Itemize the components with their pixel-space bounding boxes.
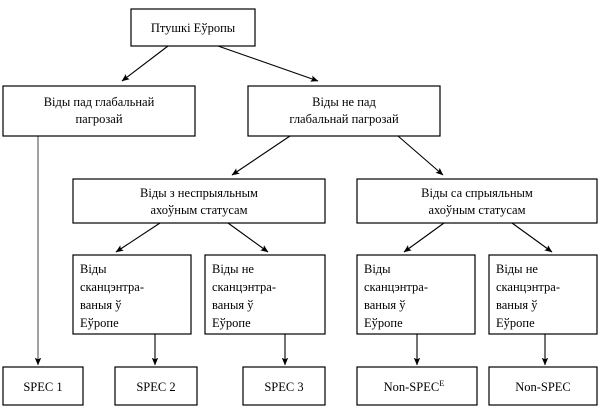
node-spec-3[interactable]: SPEC 3 bbox=[242, 366, 326, 406]
node-spec-1-label: SPEC 1 bbox=[23, 380, 62, 394]
node-non-spec-label: Non-SPEC bbox=[515, 380, 571, 394]
node-spec-1[interactable]: SPEC 1 bbox=[2, 366, 84, 406]
node-not-threatened-label-line-2: глабальнай пагрозай bbox=[289, 112, 399, 126]
node-spec-2-label: SPEC 2 bbox=[136, 380, 175, 394]
node-threatened[interactable]: Віды пад глабальнай пагрозай bbox=[2, 85, 196, 137]
node-spec-3-label-text: SPEC 3 bbox=[264, 380, 303, 394]
node-concentrated-unfavourable-line-1: Віды bbox=[80, 262, 107, 276]
edge-favourable-to-not-concentrated bbox=[511, 222, 553, 253]
node-non-spec-e[interactable]: Non-SPECE bbox=[356, 366, 478, 406]
node-concentrated-favourable-line-2: сканцэнтра- bbox=[364, 280, 428, 294]
node-concentrated-unfavourable[interactable]: Віды сканцэнтра- ваныя ў Еўропе bbox=[72, 254, 192, 335]
node-unfavourable-status-label-line-1: Віды з неспрыяльным bbox=[140, 186, 258, 200]
edge-not-threatened-to-favourable bbox=[397, 135, 444, 176]
node-non-spec-label-text: Non-SPEC bbox=[515, 380, 571, 394]
node-not-concentrated-unfavourable-line-2: сканцэнтра- bbox=[212, 280, 276, 294]
node-unfavourable-status-box bbox=[72, 178, 326, 224]
node-non-spec-e-label-text: Non-SPEC bbox=[384, 380, 440, 394]
edges-layer bbox=[34, 45, 553, 366]
node-root[interactable]: Птушкі Еўропы bbox=[130, 8, 256, 47]
node-not-concentrated-unfavourable-line-4: Еўропе bbox=[212, 316, 251, 330]
node-favourable-status-label-line-2: ахоўным статусам bbox=[428, 203, 525, 217]
node-favourable-status-label-line-1: Віды са спрыяльным bbox=[421, 186, 533, 200]
node-not-concentrated-unfavourable-line-1: Віды не bbox=[212, 262, 254, 276]
node-root-box bbox=[130, 8, 256, 47]
node-unfavourable-status[interactable]: Віды з неспрыяльным ахоўным статусам bbox=[72, 178, 326, 224]
node-favourable-status[interactable]: Віды са спрыяльным ахоўным статусам bbox=[356, 178, 598, 224]
node-spec-3-box bbox=[242, 366, 326, 406]
node-not-concentrated-unfavourable-line-3: ваныя ў bbox=[212, 298, 254, 312]
node-spec-1-box bbox=[2, 366, 84, 406]
node-concentrated-favourable[interactable]: Віды сканцэнтра- ваныя ў Еўропе bbox=[356, 254, 476, 335]
node-spec-1-label-text: SPEC 1 bbox=[23, 380, 62, 394]
node-concentrated-favourable-line-3: ваныя ў bbox=[364, 298, 406, 312]
edge-not-threatened-to-unfavourable bbox=[231, 135, 291, 176]
node-concentrated-unfavourable-box bbox=[72, 254, 192, 335]
node-not-concentrated-favourable-line-3: ваныя ў bbox=[496, 298, 538, 312]
edge-favourable-to-concentrated bbox=[403, 222, 445, 253]
node-not-concentrated-favourable-line-2: сканцэнтра- bbox=[496, 280, 560, 294]
edge-unfavourable-to-concentrated bbox=[115, 222, 161, 253]
node-favourable-status-box bbox=[356, 178, 598, 224]
node-concentrated-favourable-line-1: Віды bbox=[364, 262, 391, 276]
node-not-concentrated-favourable-line-4: Еўропе bbox=[496, 316, 535, 330]
node-spec-2-label-text: SPEC 2 bbox=[136, 380, 175, 394]
edge-root-to-not-threatened bbox=[217, 45, 319, 82]
node-unfavourable-status-label-line-2: ахоўным статусам bbox=[150, 203, 247, 217]
node-not-concentrated-favourable-box bbox=[488, 254, 598, 335]
node-spec-2-box bbox=[114, 366, 198, 406]
node-not-threatened-label-line-1: Віды не пад bbox=[312, 95, 376, 109]
node-non-spec-e-box bbox=[356, 366, 478, 406]
node-threatened-label-line-2: пагрозай bbox=[75, 112, 122, 126]
node-not-concentrated-unfavourable[interactable]: Віды не сканцэнтра- ваныя ў Еўропе bbox=[204, 254, 326, 335]
node-non-spec[interactable]: Non-SPEC bbox=[488, 366, 598, 406]
node-not-concentrated-favourable-line-1: Віды не bbox=[496, 262, 538, 276]
node-concentrated-unfavourable-line-2: сканцэнтра- bbox=[80, 280, 144, 294]
node-not-threatened[interactable]: Віды не пад глабальнай пагрозай bbox=[247, 85, 441, 137]
node-spec-2[interactable]: SPEC 2 bbox=[114, 366, 198, 406]
node-not-concentrated-favourable[interactable]: Віды не сканцэнтра- ваныя ў Еўропе bbox=[488, 254, 598, 335]
node-non-spec-box bbox=[488, 366, 598, 406]
node-not-concentrated-unfavourable-box bbox=[204, 254, 326, 335]
node-concentrated-unfavourable-line-4: Еўропе bbox=[80, 316, 119, 330]
node-non-spec-e-superscript: E bbox=[439, 378, 444, 388]
edge-unfavourable-to-not-concentrated bbox=[227, 222, 269, 253]
node-concentrated-favourable-box bbox=[356, 254, 476, 335]
node-non-spec-e-label: Non-SPECE bbox=[384, 378, 445, 394]
node-threatened-label-line-1: Віды пад глабальнай bbox=[44, 95, 155, 109]
node-threatened-box bbox=[2, 85, 196, 137]
edge-root-to-threatened bbox=[121, 45, 169, 82]
node-concentrated-unfavourable-line-3: ваныя ў bbox=[80, 298, 122, 312]
node-concentrated-favourable-line-4: Еўропе bbox=[364, 316, 403, 330]
node-spec-3-label: SPEC 3 bbox=[264, 380, 303, 394]
node-root-label: Птушкі Еўропы bbox=[151, 21, 236, 35]
node-not-threatened-box bbox=[247, 85, 441, 137]
